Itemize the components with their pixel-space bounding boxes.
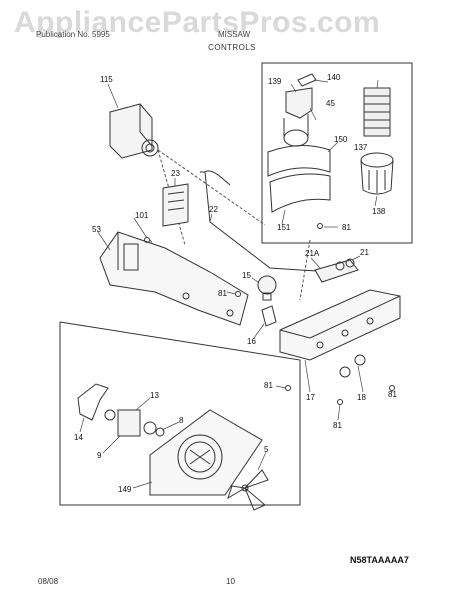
filter-cap-138 [360,152,394,195]
label-150: 150 [334,135,348,144]
section-title: CONTROLS [208,43,256,52]
label-81-right: 81 [388,390,397,399]
control-board-23 [162,183,189,227]
label-13: 13 [150,391,159,400]
label-17: 17 [306,393,315,402]
footer-page: 10 [226,577,235,586]
label-15: 15 [242,271,251,280]
label-81-bottom: 81 [333,421,342,430]
label-151: 151 [277,223,291,232]
footer-date: 08/08 [38,577,59,586]
label-16: 16 [247,337,256,346]
part-labels: 115 139 140 45 150 137 138 151 81 23 101… [74,73,397,494]
cover-150 [267,144,331,177]
label-22: 22 [209,205,218,214]
water-valve-21 [314,258,359,283]
bracket-151 [269,173,331,213]
label-9: 9 [97,451,102,460]
housing-53 [99,231,249,326]
filter-head-139 [283,73,317,147]
label-139: 139 [268,77,282,86]
socket-16 [261,305,277,327]
fan-blade-5 [227,469,269,511]
label-5: 5 [264,445,269,454]
bracket-14 [77,383,109,421]
site-watermark: AppliancePartsPros.com [14,6,381,39]
filter-cartridge-137 [363,87,391,137]
label-8: 8 [179,416,184,425]
label-23: 23 [171,169,180,178]
fan-shroud-149 [149,409,263,496]
label-45: 45 [326,99,335,108]
publication-header: Publication No. 5995 [36,30,110,39]
label-81-housing: 81 [218,289,227,298]
model-header: MISSAW [218,30,251,39]
fan-assembly-region [59,321,301,506]
label-21A: 21A [305,249,320,258]
label-18: 18 [357,393,366,402]
light-bulb-15 [257,275,277,301]
nut-8 [155,427,165,437]
control-box-115 [109,103,159,159]
label-140: 140 [327,73,341,82]
label-138: 138 [372,207,386,216]
grommet-18a [354,354,366,366]
grommet-18b [339,366,351,378]
filter-inset-box [261,62,413,244]
label-81-inset: 81 [342,223,351,232]
label-137: 137 [354,143,368,152]
label-21: 21 [360,248,369,257]
diagram-code: N58TAAAAA7 [350,555,409,565]
label-101: 101 [135,211,149,220]
motor-13 [104,409,157,437]
label-53: 53 [92,225,101,234]
label-149: 149 [118,485,132,494]
tube-22 [200,171,336,273]
dispenser-housing-17 [279,289,401,361]
label-115: 115 [100,75,113,84]
label-81-left: 81 [264,381,273,390]
label-14: 14 [74,433,83,442]
